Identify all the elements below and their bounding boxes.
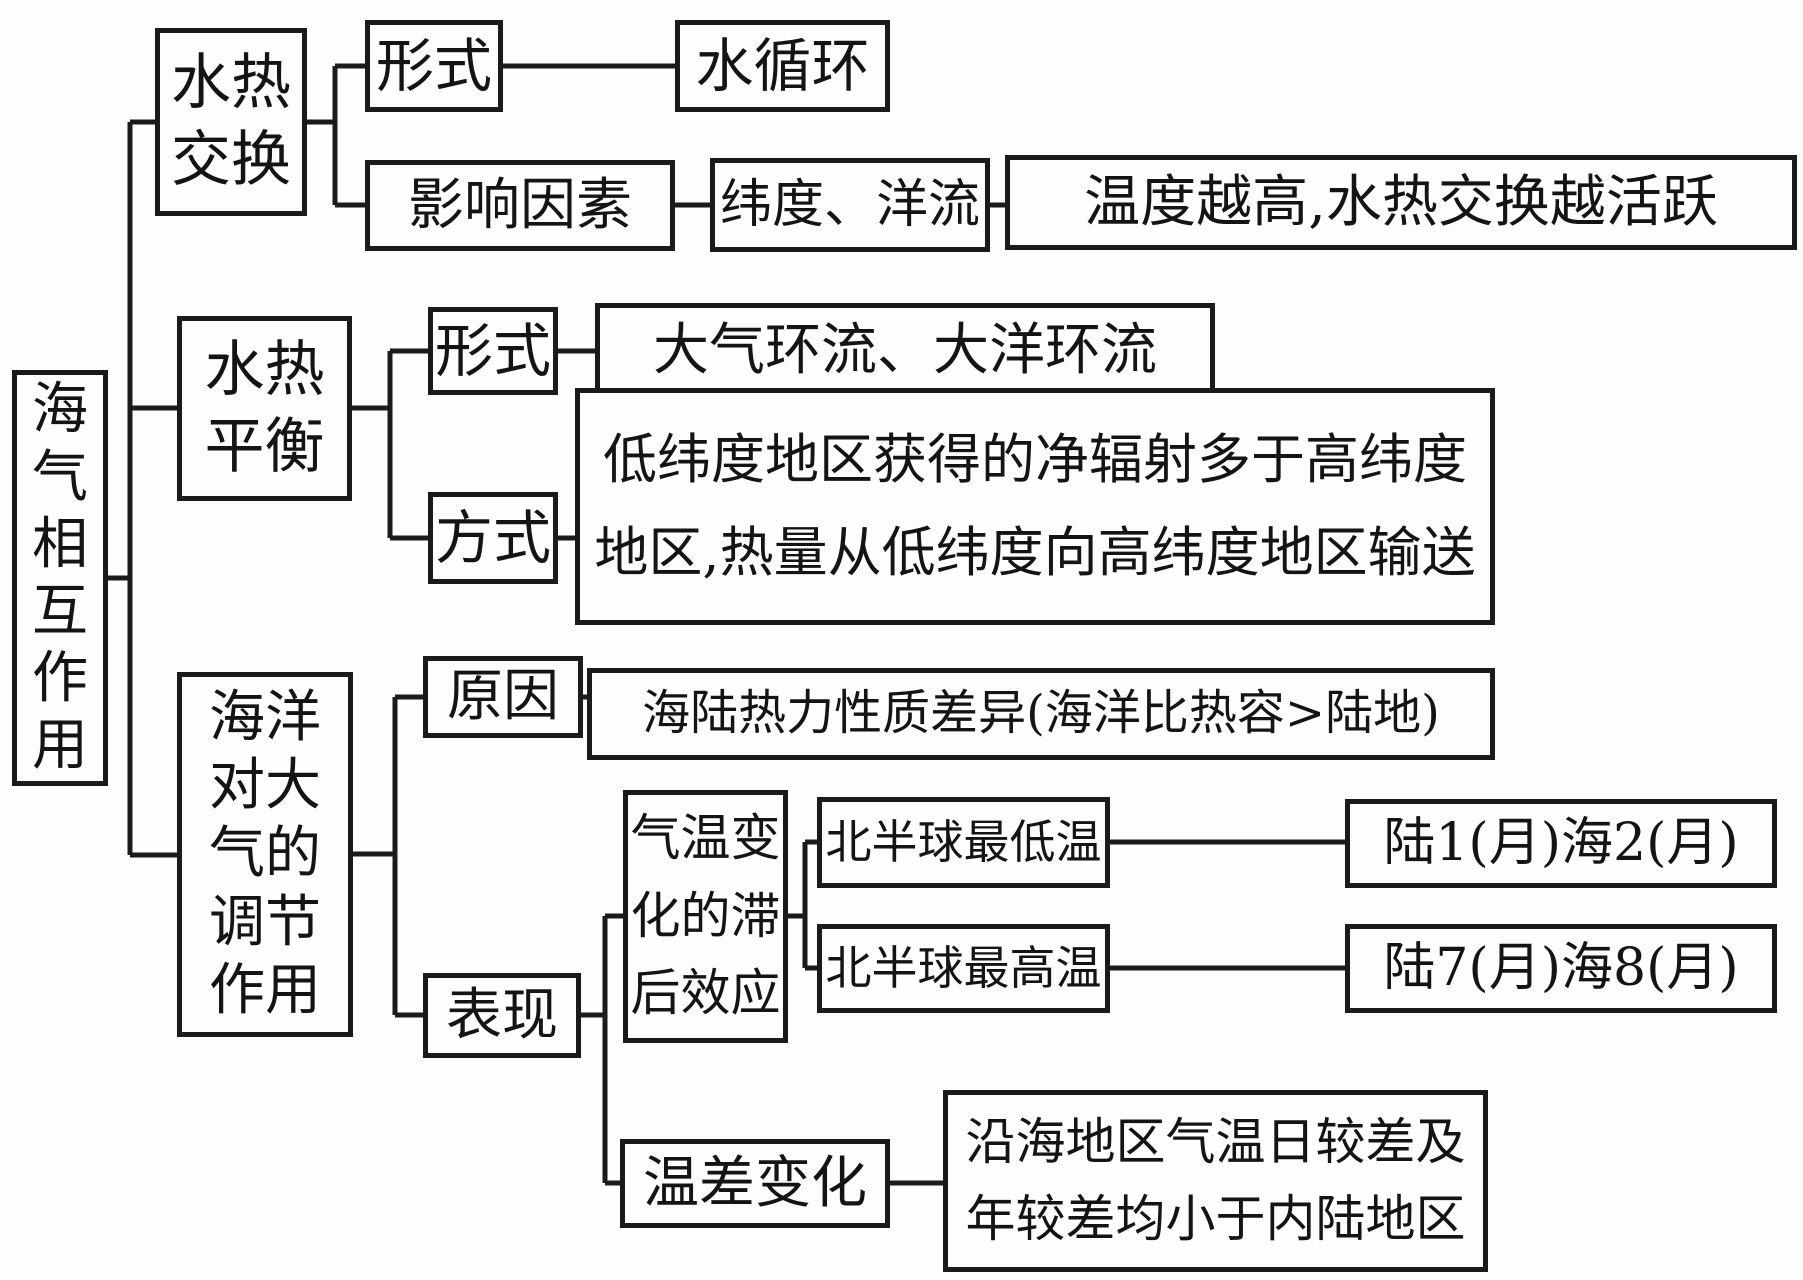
node-radiation-transport-text: 低纬度地区获得的净辐射多于高纬度 地区,热量从低纬度向高纬度地区输送: [575, 388, 1495, 625]
node-root-sea-air-interaction: 海 气 相 互 作 用: [12, 370, 108, 786]
node-nh-lowest-temp-label: 北半球最低温: [817, 797, 1110, 888]
node-water-cycle: 水循环: [675, 20, 890, 112]
node-land-jan-sea-feb: 陆1(月)海2(月): [1345, 799, 1777, 888]
node-manifestation-label: 表现: [423, 973, 581, 1058]
node-atmos-ocean-circulation: 大气环流、大洋环流: [595, 303, 1215, 398]
node-ocean-regulation-of-atmosphere: 海洋 对大 气的 调节 作用: [177, 672, 353, 1037]
node-temperature-note: 温度越高,水热交换越活跃: [1005, 155, 1797, 250]
node-cause-label: 原因: [423, 656, 583, 738]
node-balance-form-label: 形式: [428, 307, 558, 395]
node-exchange-form-label: 形式: [365, 20, 503, 112]
node-water-heat-balance: 水热 平衡: [177, 316, 352, 501]
node-temp-range-change-label: 温差变化: [620, 1139, 890, 1228]
node-latitude-currents: 纬度、洋流: [710, 158, 990, 252]
node-thermal-property-difference: 海陆热力性质差异(海洋比热容>陆地): [587, 668, 1495, 760]
node-water-heat-exchange: 水热 交换: [155, 28, 307, 216]
node-balance-mode-label: 方式: [428, 492, 558, 584]
node-influencing-factors-label: 影响因素: [365, 160, 675, 251]
node-nh-highest-temp-label: 北半球最高温: [817, 924, 1110, 1013]
node-land-jul-sea-aug: 陆7(月)海8(月): [1345, 924, 1777, 1013]
node-temperature-lag-effect: 气温变 化的滞 后效应: [623, 790, 788, 1043]
node-coastal-temp-range-text: 沿海地区气温日较差及 年较差均小于内陆地区: [943, 1090, 1488, 1272]
